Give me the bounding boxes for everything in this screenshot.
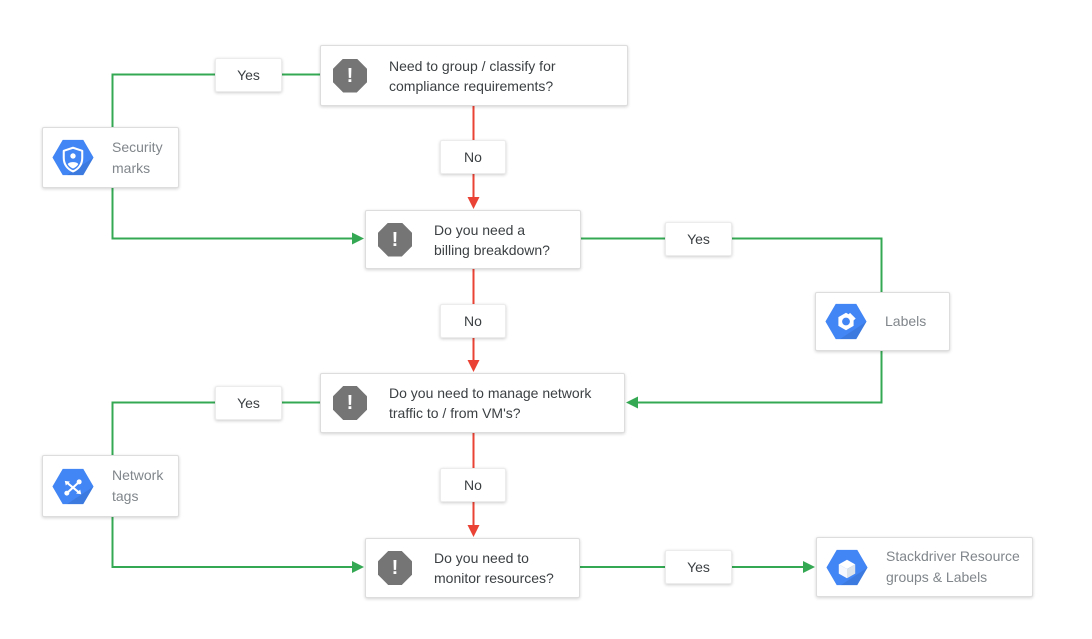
arrowhead-no-2 bbox=[467, 360, 480, 372]
outcome-line: tags bbox=[112, 488, 139, 504]
edge-label-text: No bbox=[464, 477, 482, 493]
question-network-traffic: ! Do you need to manage network traffic … bbox=[320, 373, 625, 433]
question-line: Do you need a bbox=[434, 221, 526, 238]
stackdriver-icon bbox=[826, 549, 868, 585]
outcome-stackdriver: Stackdriver Resource groups & Labels bbox=[816, 537, 1033, 597]
outcome-label: Stackdriver Resource groups & Labels bbox=[886, 546, 1020, 588]
outcome-line: Labels bbox=[885, 313, 927, 329]
security-marks-icon bbox=[52, 139, 94, 176]
edge-label-text: Yes bbox=[237, 67, 260, 83]
edge-label-no-3: No bbox=[440, 468, 506, 502]
question-line: Do you need to bbox=[434, 550, 529, 566]
question-text: Do you need to monitor resources? bbox=[434, 548, 554, 588]
edge-label-text: Yes bbox=[687, 231, 710, 247]
edge-label-yes-2: Yes bbox=[665, 222, 732, 256]
edge-label-text: Yes bbox=[237, 395, 260, 411]
exclamation-glyph: ! bbox=[346, 392, 354, 414]
edge-label-yes-1: Yes bbox=[215, 58, 282, 92]
arrowhead-yes-1 bbox=[352, 232, 364, 245]
edge-label-text: No bbox=[464, 149, 482, 165]
outcome-line: Stackdriver Resource bbox=[886, 548, 1020, 564]
network-tags-icon bbox=[52, 468, 94, 504]
question-line: Do you need to manage network bbox=[389, 385, 592, 401]
question-monitor-resources: ! Do you need to monitor resources? bbox=[365, 538, 580, 598]
arrowhead-yes-3 bbox=[352, 561, 364, 573]
edge-label-no-2: No bbox=[440, 304, 506, 338]
arrowhead-yes-4 bbox=[803, 561, 815, 573]
alert-octagon-icon: ! bbox=[378, 551, 412, 585]
outcome-network-tags: Network tags bbox=[42, 455, 179, 517]
outcome-line: groups & Labels bbox=[886, 569, 988, 585]
question-text: Do you need to manage network traffic to… bbox=[389, 383, 591, 423]
alert-octagon-icon: ! bbox=[333, 386, 367, 420]
outcome-security-marks: Security marks bbox=[42, 127, 179, 188]
question-line: monitor resources? bbox=[434, 570, 554, 586]
outcome-label: Labels bbox=[885, 311, 926, 332]
question-line: billing breakdown? bbox=[434, 241, 550, 258]
alert-octagon-icon: ! bbox=[378, 222, 412, 257]
arrowhead-no-1 bbox=[467, 197, 480, 209]
question-compliance-grouping: ! Need to group / classify for complianc… bbox=[320, 45, 628, 106]
outcome-line: marks bbox=[112, 159, 151, 176]
exclamation-glyph: ! bbox=[391, 557, 399, 579]
edge-label-text: Yes bbox=[687, 559, 710, 575]
edge-label-text: No bbox=[464, 313, 482, 329]
edge-label-no-1: No bbox=[440, 140, 506, 174]
arrowhead-yes-2 bbox=[626, 396, 638, 409]
question-line: compliance requirements? bbox=[389, 77, 554, 94]
alert-octagon-icon: ! bbox=[333, 58, 367, 93]
question-line: Need to group / classify for bbox=[389, 57, 556, 74]
question-text: Need to group / classify for compliance … bbox=[389, 56, 556, 96]
edge-label-yes-4: Yes bbox=[665, 550, 732, 584]
edge-label-yes-3: Yes bbox=[215, 386, 282, 420]
outcome-label: Security marks bbox=[112, 137, 163, 179]
arrowhead-no-3 bbox=[467, 525, 480, 537]
question-line: traffic to / from VM's? bbox=[389, 405, 521, 421]
outcome-label: Network tags bbox=[112, 465, 163, 507]
labels-icon bbox=[825, 303, 867, 340]
outcome-line: Security bbox=[112, 138, 163, 155]
exclamation-glyph: ! bbox=[391, 228, 399, 251]
exclamation-glyph: ! bbox=[346, 64, 354, 87]
question-text: Do you need a billing breakdown? bbox=[434, 220, 550, 260]
question-billing-breakdown: ! Do you need a billing breakdown? bbox=[365, 210, 581, 269]
outcome-labels: Labels bbox=[815, 292, 950, 351]
outcome-line: Network bbox=[112, 467, 164, 483]
